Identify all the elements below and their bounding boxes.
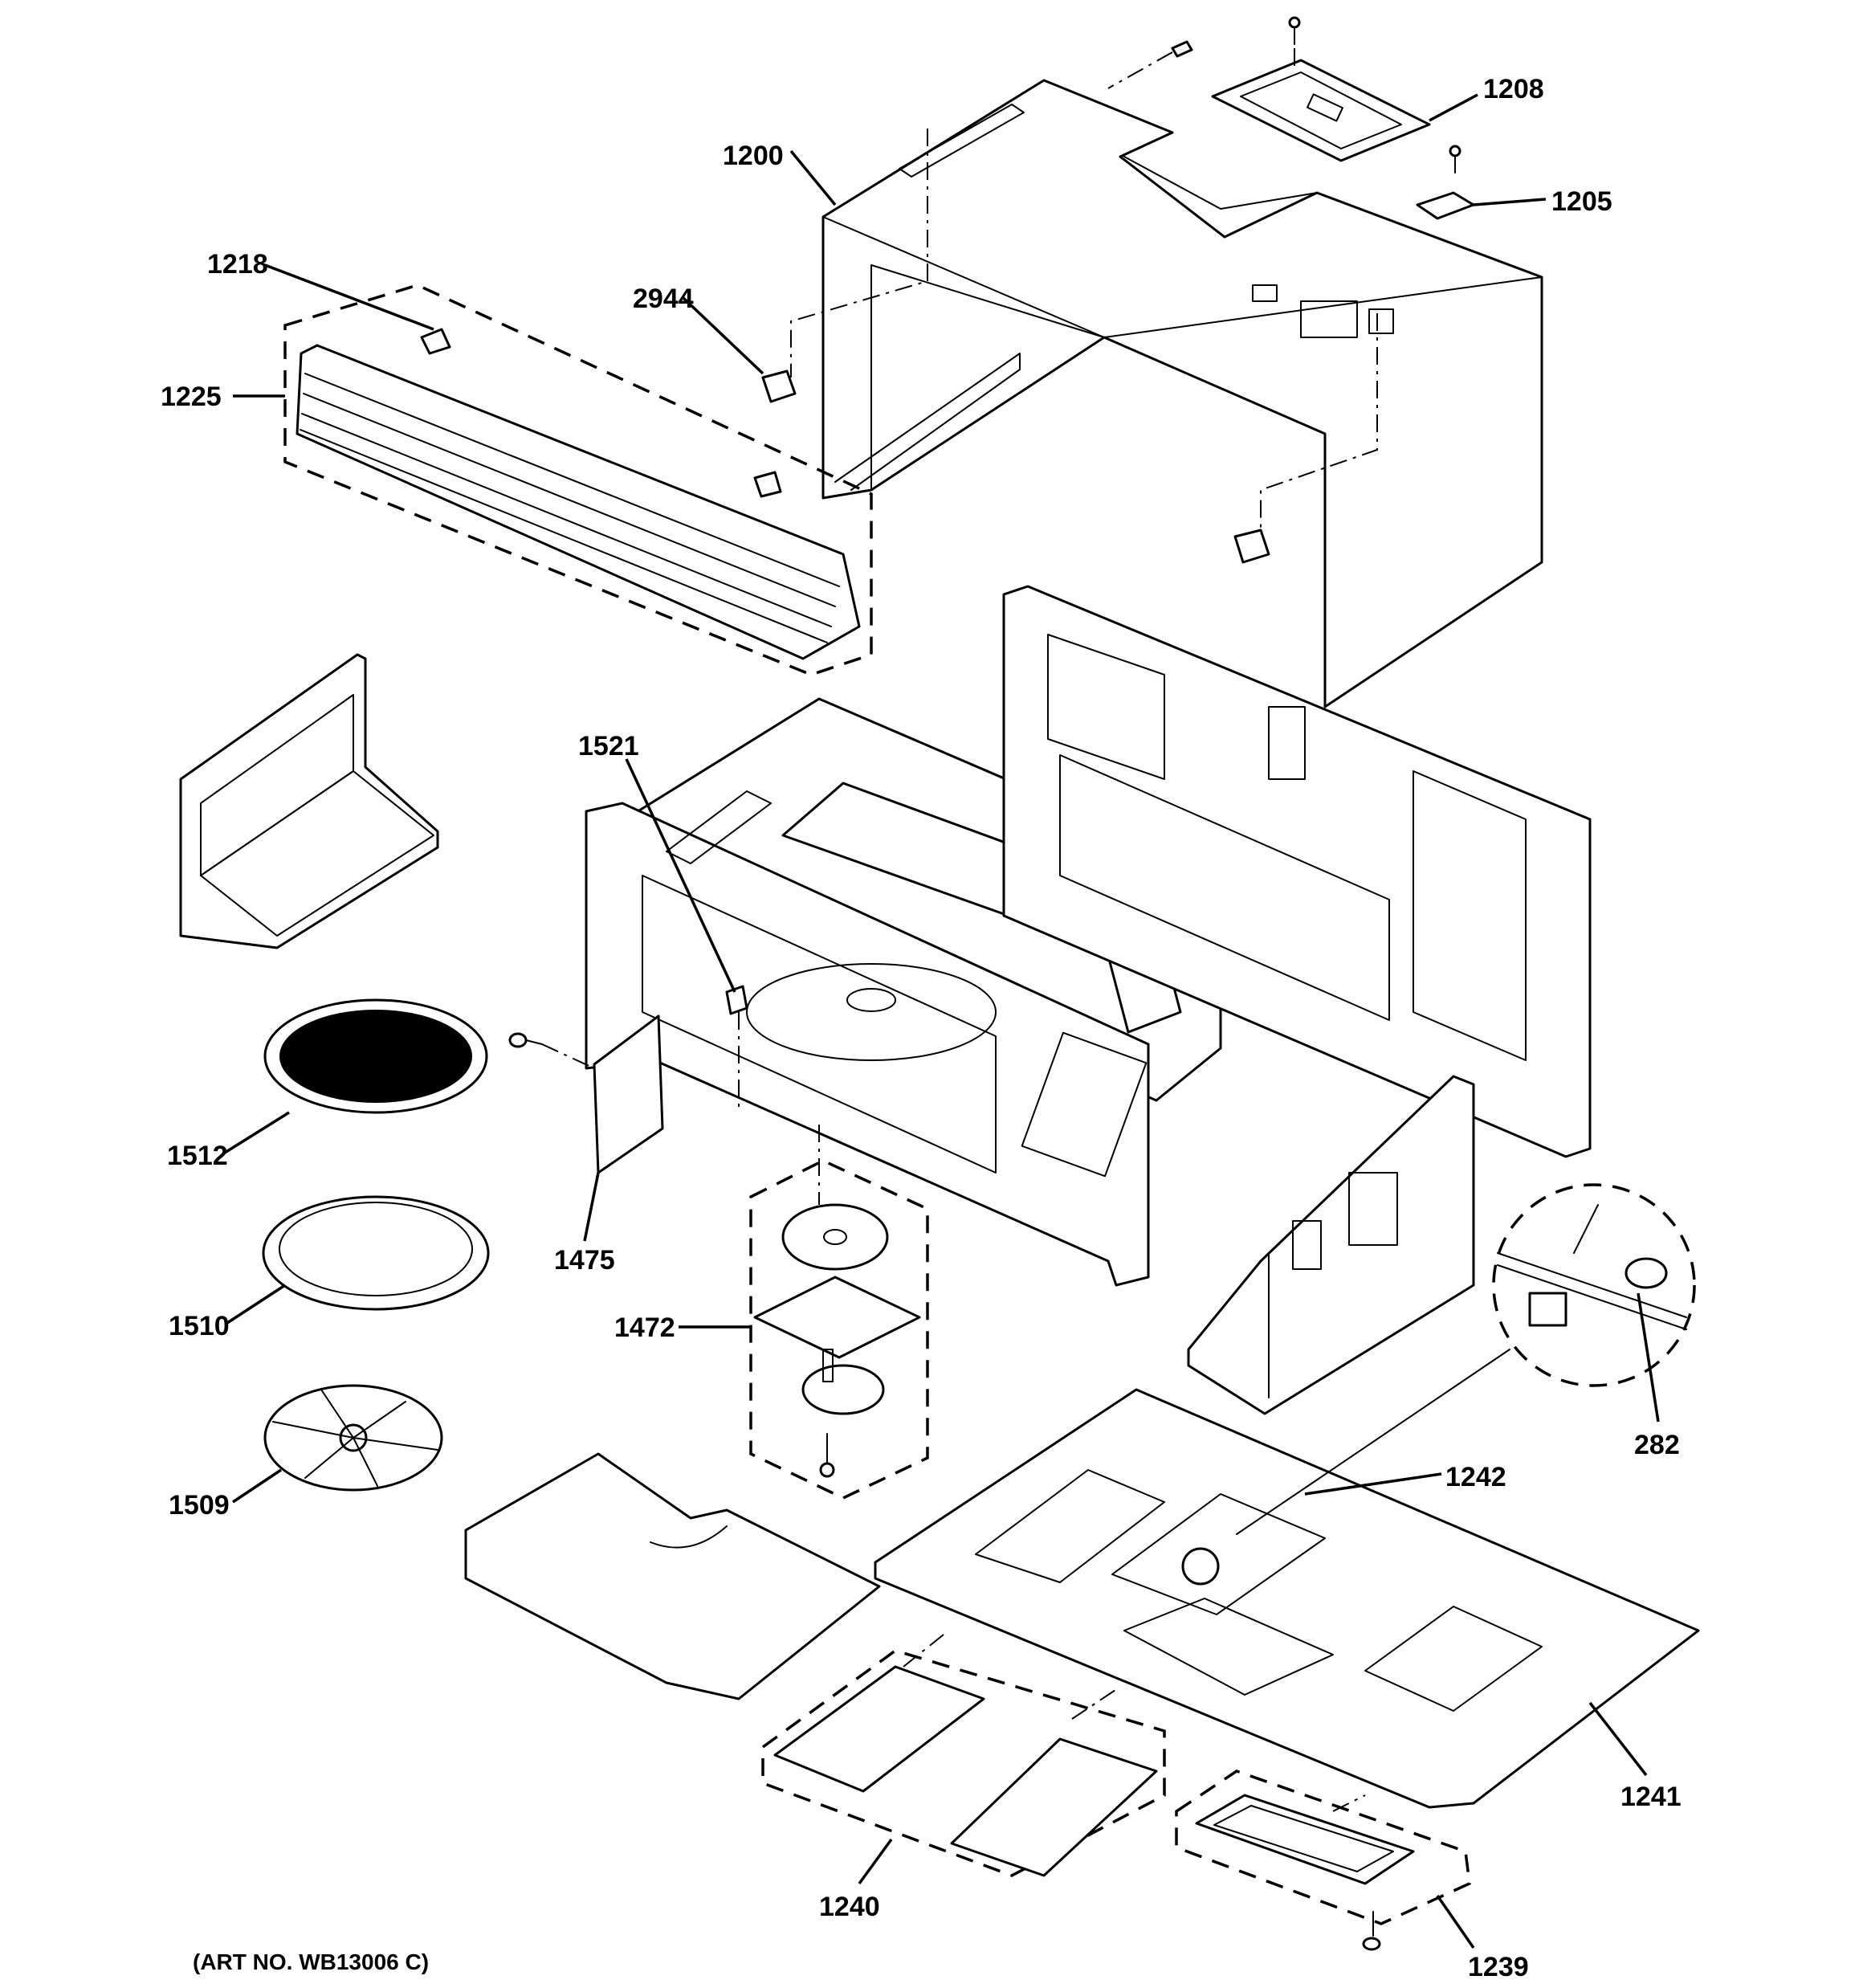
label-1200: 1200 <box>723 141 784 171</box>
outer-case-1200 <box>821 79 1543 708</box>
label-1241: 1241 <box>1620 1782 1682 1812</box>
label-1475: 1475 <box>554 1245 615 1276</box>
glass-tray-1512 <box>263 998 488 1114</box>
turntable-motor-1472 <box>749 1159 929 1500</box>
roller-wheel-1509 <box>263 1384 443 1492</box>
label-1205: 1205 <box>1551 186 1612 217</box>
lower-panel <box>464 1452 881 1700</box>
label-1510: 1510 <box>169 1311 230 1341</box>
bracket-1521 <box>725 985 748 1015</box>
label-1472: 1472 <box>614 1312 675 1343</box>
label-1239: 1239 <box>1468 1952 1529 1982</box>
top-plate-1208 <box>1211 59 1431 162</box>
bracket-1205 <box>1416 191 1475 220</box>
alignment-lines <box>541 48 1510 1812</box>
screw-icon <box>508 1032 543 1048</box>
art-number: (ART NO. WB13006 C) <box>193 1949 429 1974</box>
grease-filter-1240 <box>761 1649 1166 1877</box>
part-labels: 1200 1208 1205 1218 2944 1225 1521 1512 … <box>161 74 1682 1982</box>
label-1521: 1521 <box>578 731 639 761</box>
bottom-plate-1241 <box>874 1388 1700 1809</box>
screw-icon <box>1171 16 1461 173</box>
roller-ring-1510 <box>262 1195 490 1311</box>
label-1509: 1509 <box>169 1490 230 1521</box>
clip-2944 <box>761 369 1270 564</box>
tray <box>179 653 439 949</box>
back-panel <box>1002 585 1592 1158</box>
label-1512: 1512 <box>167 1141 228 1171</box>
label-1208: 1208 <box>1483 74 1544 104</box>
side-box <box>1187 1075 1475 1415</box>
label-2944: 2944 <box>633 284 694 314</box>
detail-282 <box>1492 1183 1696 1387</box>
leader-lines <box>224 93 1660 1949</box>
lamp-lens-1239 <box>1175 1770 1471 1951</box>
label-1240: 1240 <box>819 1892 880 1922</box>
label-1218: 1218 <box>207 249 268 280</box>
label-1242: 1242 <box>1445 1462 1506 1492</box>
label-282: 282 <box>1634 1430 1680 1460</box>
vent-grille-1225 <box>283 284 873 676</box>
cover-plate-1475 <box>593 1014 664 1174</box>
label-1225: 1225 <box>161 382 222 412</box>
